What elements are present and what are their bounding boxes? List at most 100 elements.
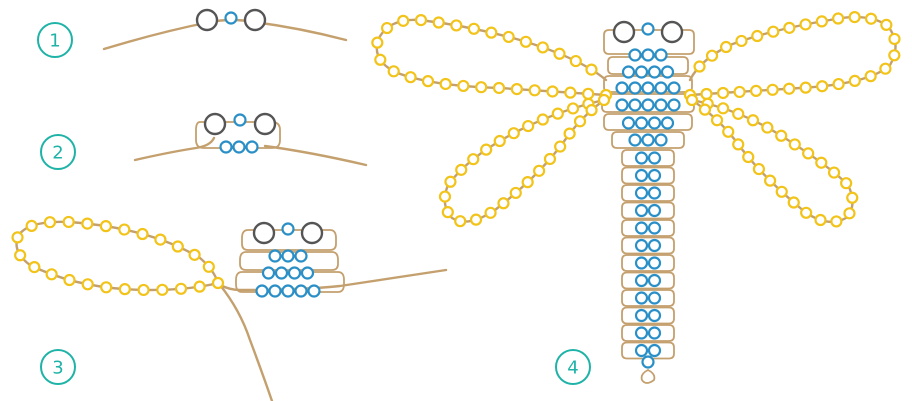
body-bead: [300, 266, 315, 280]
body-loop: [621, 166, 675, 185]
eye-bead: [252, 221, 276, 245]
wing-bead: [380, 21, 394, 35]
wing-bead: [11, 231, 24, 244]
wing-bead: [156, 283, 169, 296]
body-bead: [634, 343, 649, 358]
body-bead: [634, 168, 649, 183]
wing-bead: [733, 85, 746, 99]
body-bead: [232, 140, 246, 154]
wing-bead: [585, 104, 598, 117]
step-4-tail-loop: [640, 369, 656, 384]
body-bead: [634, 291, 649, 305]
wing-bead: [716, 86, 730, 100]
step-4-marker: 4: [555, 349, 591, 385]
body-loop: [607, 56, 689, 75]
body-loop: [603, 113, 693, 131]
wing-bead: [816, 80, 829, 93]
wing-bead: [519, 35, 532, 48]
wing-bead: [832, 12, 845, 25]
wing-bead: [832, 77, 845, 91]
body-bead: [634, 186, 649, 200]
wing-bead: [25, 219, 38, 232]
wing-bead: [28, 261, 41, 274]
body-bead: [268, 249, 282, 263]
body-bead: [634, 238, 649, 253]
body-bead: [615, 81, 629, 95]
wing-bead: [597, 93, 611, 107]
eye-bead: [660, 20, 684, 44]
wing-bead: [497, 197, 510, 210]
wing-bead: [802, 147, 815, 160]
body-bead: [641, 81, 655, 95]
eye-bead: [300, 221, 324, 245]
wing-bead: [815, 15, 828, 28]
body-bead: [660, 116, 675, 130]
wing-bead: [705, 49, 719, 62]
wing-bead: [799, 81, 812, 94]
step-3-illustration: [11, 215, 448, 401]
body-bead: [647, 343, 662, 358]
body-bead: [307, 284, 321, 298]
wing-bead: [864, 70, 877, 83]
body-loop: [621, 201, 675, 220]
body-bead: [621, 65, 636, 79]
wing-bead: [752, 162, 766, 176]
wing-bead: [553, 47, 566, 60]
wing-bead: [493, 134, 506, 148]
eye-bead: [203, 112, 227, 136]
body-bead: [647, 186, 662, 200]
wing-bead: [566, 102, 580, 115]
wing-bead: [750, 84, 763, 97]
wing-bead: [742, 150, 755, 164]
step-1-illustration: [102, 8, 348, 51]
step-2-wire-left: [133, 136, 216, 162]
wing-bead: [492, 81, 506, 95]
body-bead: [634, 326, 649, 340]
wing-bead: [484, 206, 497, 219]
wing-bead: [118, 223, 131, 236]
wing-bead: [154, 233, 167, 246]
wing-bead: [746, 114, 760, 127]
wing-bead: [564, 86, 577, 99]
wing-bead: [546, 85, 559, 98]
wing-bead: [710, 114, 724, 127]
wing-bead: [573, 115, 587, 128]
wing-bead: [467, 153, 480, 166]
step-4-label: 4: [567, 358, 578, 379]
body-bead: [628, 98, 642, 112]
wing-bead: [193, 280, 206, 293]
wing-bead: [45, 268, 58, 281]
wing-bead: [397, 14, 410, 27]
step-2-marker: 2: [40, 134, 76, 170]
body-bead: [647, 116, 662, 130]
wing-bead: [438, 190, 452, 203]
body-bead: [641, 133, 655, 147]
wing-bead: [521, 176, 534, 189]
body-bead: [660, 65, 675, 79]
step-2-illustration: [133, 112, 368, 167]
step-1-circle: [37, 22, 73, 58]
body-bead: [647, 168, 662, 183]
wing-bead: [815, 156, 828, 169]
step-4-left-lower-wing-wire: [443, 98, 606, 223]
body-bead: [647, 291, 662, 305]
body-loop: [621, 219, 675, 237]
wing-bead: [509, 186, 522, 200]
step-2-circle: [40, 134, 76, 170]
eye-bead: [243, 8, 267, 32]
body-bead: [224, 11, 238, 25]
step-4-illustration: [371, 10, 901, 384]
wing-bead: [81, 278, 94, 291]
wing-bead: [685, 93, 699, 107]
body-bead: [647, 65, 662, 79]
wing-bead: [843, 207, 856, 220]
wing-bead: [761, 121, 774, 134]
body-loop: [621, 236, 675, 255]
step-3-loop-2: [239, 251, 339, 271]
wing-bead: [554, 140, 567, 153]
wing-bead: [766, 83, 779, 96]
wing-bead: [732, 107, 745, 120]
wing-bead: [788, 138, 801, 151]
body-bead: [647, 203, 662, 218]
body-bead: [634, 65, 649, 79]
